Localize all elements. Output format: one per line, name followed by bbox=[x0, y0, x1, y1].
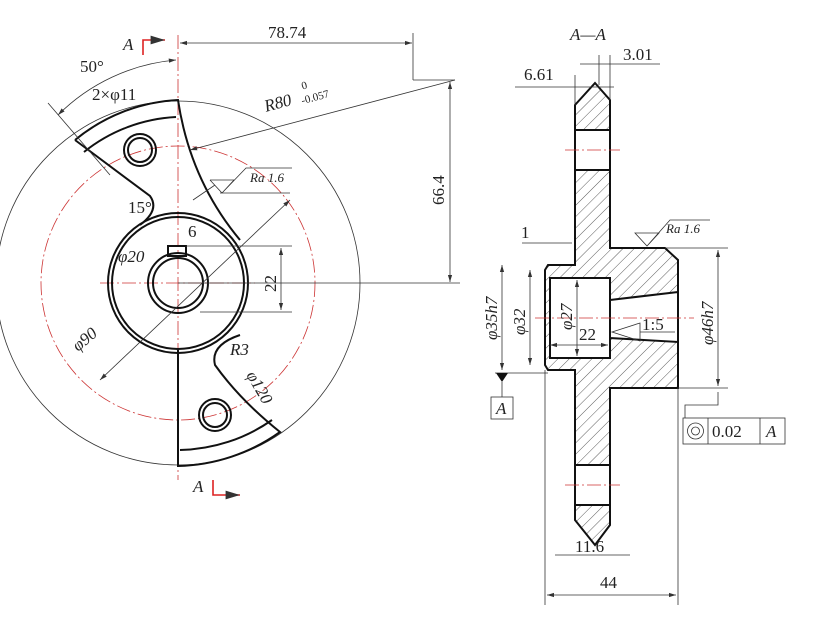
dim-1: 1 bbox=[521, 223, 530, 242]
tolerance-datum: A bbox=[765, 422, 777, 441]
dia-32: φ32 bbox=[510, 308, 529, 335]
section-arrow-bottom bbox=[212, 480, 240, 500]
holes-dim: 2×φ11 bbox=[92, 85, 136, 104]
hole-lower bbox=[198, 398, 232, 432]
section-view: A—A 3.01 6.61 1 Ra 1.6 φ35h7 φ32 φ27 22 … bbox=[482, 25, 786, 605]
roughness-left: Ra 1.6 bbox=[249, 170, 284, 185]
phi120-leader bbox=[99, 199, 291, 381]
outer-dia: φ120 bbox=[243, 368, 277, 408]
hub-len: 11.6 bbox=[575, 537, 604, 556]
angle-50-arc bbox=[57, 58, 177, 116]
r80-upper-tol: 0 bbox=[300, 79, 309, 92]
keyway-width: 6 bbox=[188, 222, 197, 241]
front-view: A A 78.74 50° 2×φ11 R80 0 -0.057 66.4 Ra… bbox=[0, 23, 460, 500]
datum-label: A bbox=[495, 399, 507, 418]
dia-27: φ27 bbox=[557, 302, 576, 330]
hole-upper-inner bbox=[127, 137, 153, 163]
taper-ratio: 1:5 bbox=[642, 315, 664, 334]
angle-15: 15° bbox=[128, 198, 152, 217]
hole-lower-inner bbox=[202, 402, 228, 428]
datum-box bbox=[490, 396, 514, 420]
section-title: A—A bbox=[569, 25, 607, 44]
section-label-bottom: A bbox=[192, 477, 204, 496]
section-label-top: A bbox=[122, 35, 134, 54]
angle-50-line bbox=[47, 102, 111, 176]
dia-35h7: φ35h7 bbox=[482, 295, 501, 340]
hole-upper bbox=[123, 133, 157, 167]
len-22: 22 bbox=[579, 325, 596, 344]
tooth-top bbox=[574, 81, 611, 131]
section-arrow-top bbox=[142, 35, 165, 55]
tolerance-leader bbox=[684, 392, 719, 418]
roughness-right bbox=[634, 219, 710, 247]
fillet-r3: R3 bbox=[229, 340, 249, 359]
dia-46h7: φ46h7 bbox=[698, 300, 717, 345]
datum-triangle bbox=[496, 373, 508, 382]
r80-dim: R80 bbox=[261, 90, 294, 116]
roughness-right-label: Ra 1.6 bbox=[665, 221, 700, 236]
taper-bore bbox=[609, 290, 679, 344]
upper-arm-inner-arc bbox=[83, 116, 177, 153]
r80-leader bbox=[189, 79, 456, 151]
tolerance-value: 0.02 bbox=[712, 422, 742, 441]
roughness-symbol bbox=[192, 167, 292, 201]
concentricity-icon bbox=[687, 422, 704, 440]
lower-arm-inner-arc bbox=[179, 419, 273, 451]
pitch-dia: φ90 bbox=[68, 323, 101, 355]
dim-78-74: 78.74 bbox=[268, 23, 307, 42]
dim-3-01: 3.01 bbox=[623, 45, 653, 64]
tolerance-frame: 0.02 A bbox=[682, 417, 786, 445]
dim-6-61: 6.61 bbox=[524, 65, 554, 84]
angle-50: 50° bbox=[80, 57, 104, 76]
dim-66-4: 66.4 bbox=[429, 175, 448, 205]
total-len: 44 bbox=[600, 573, 618, 592]
taper-symbol bbox=[610, 322, 675, 342]
keyway-depth: 22 bbox=[261, 275, 280, 292]
bore-dia: φ20 bbox=[118, 247, 145, 266]
upper-arm-outline bbox=[74, 98, 241, 241]
